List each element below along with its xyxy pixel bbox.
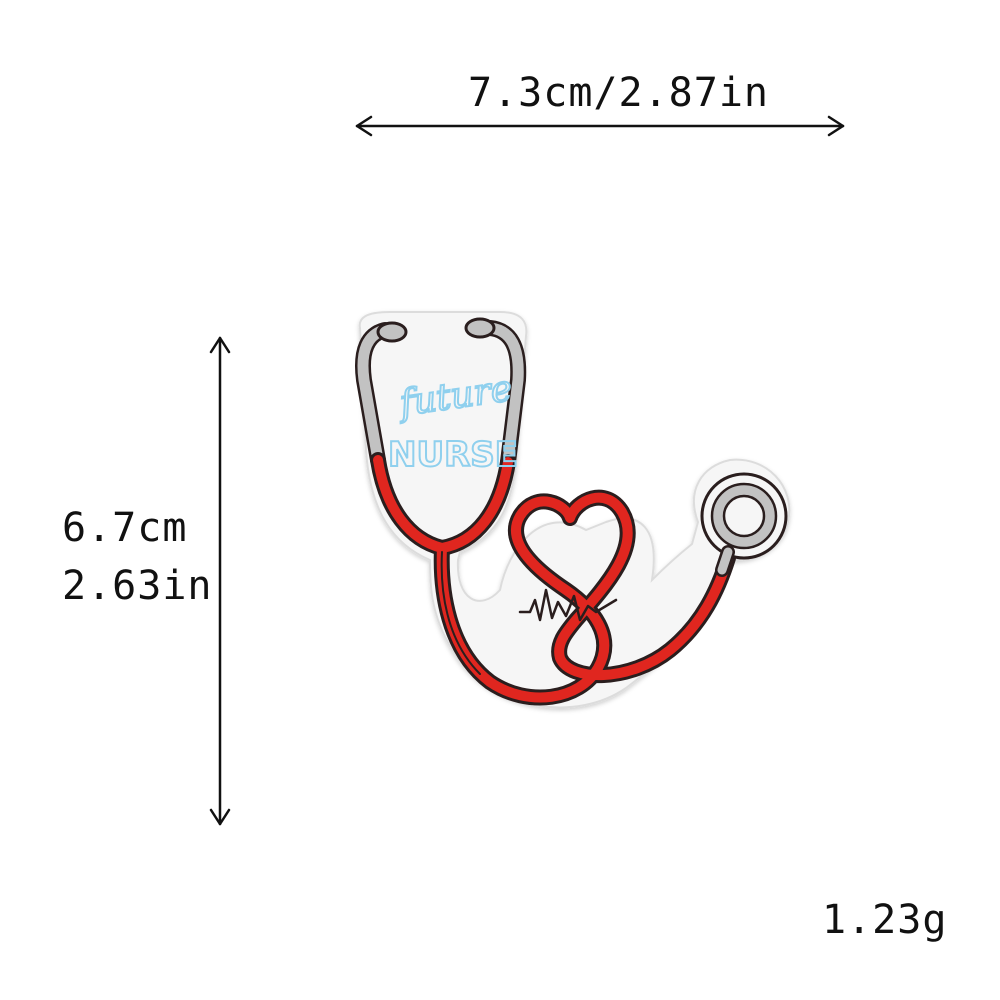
embroidered-text-nurse: NURSE xyxy=(388,435,518,475)
height-cm-label: 6.7cm xyxy=(62,505,188,551)
stethoscope-patch-image: future NURSE xyxy=(355,311,791,709)
height-arrow xyxy=(209,336,231,826)
stethoscope-chest-piece xyxy=(700,472,788,577)
width-arrow xyxy=(355,115,845,137)
width-label: 7.3cm/2.87in xyxy=(468,70,769,116)
heartbeat-line xyxy=(518,588,618,622)
height-in-label: 2.63in xyxy=(62,563,213,609)
weight-label: 1.23g xyxy=(822,897,948,943)
stethoscope-red-tubing xyxy=(370,452,736,706)
stethoscope-ear-tubes xyxy=(355,317,527,470)
